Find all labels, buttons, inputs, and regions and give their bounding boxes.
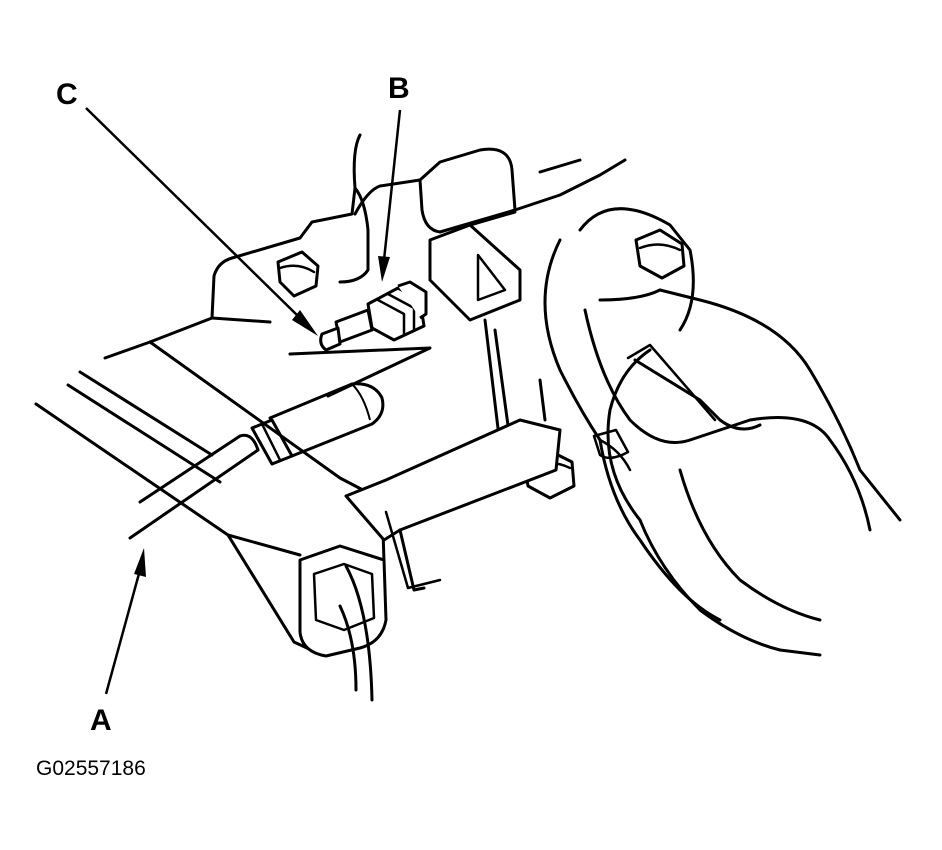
figure-id: G02557186 bbox=[36, 757, 146, 780]
wire-a bbox=[128, 433, 260, 540]
leader-lines bbox=[85, 107, 402, 695]
callout-a-label: A bbox=[90, 704, 112, 737]
callout-b-label: B bbox=[388, 72, 410, 105]
callout-c-label: C bbox=[56, 78, 78, 111]
sensor-b bbox=[319, 280, 428, 352]
bracket bbox=[428, 210, 562, 447]
engine-block-outline bbox=[103, 133, 627, 360]
bolt-upper-right bbox=[634, 228, 686, 280]
coolant-hose bbox=[543, 207, 902, 657]
crossmember bbox=[34, 340, 562, 702]
bolt-upper-left bbox=[276, 250, 320, 298]
connection-zigzag bbox=[288, 346, 432, 398]
connector-a bbox=[250, 382, 385, 466]
